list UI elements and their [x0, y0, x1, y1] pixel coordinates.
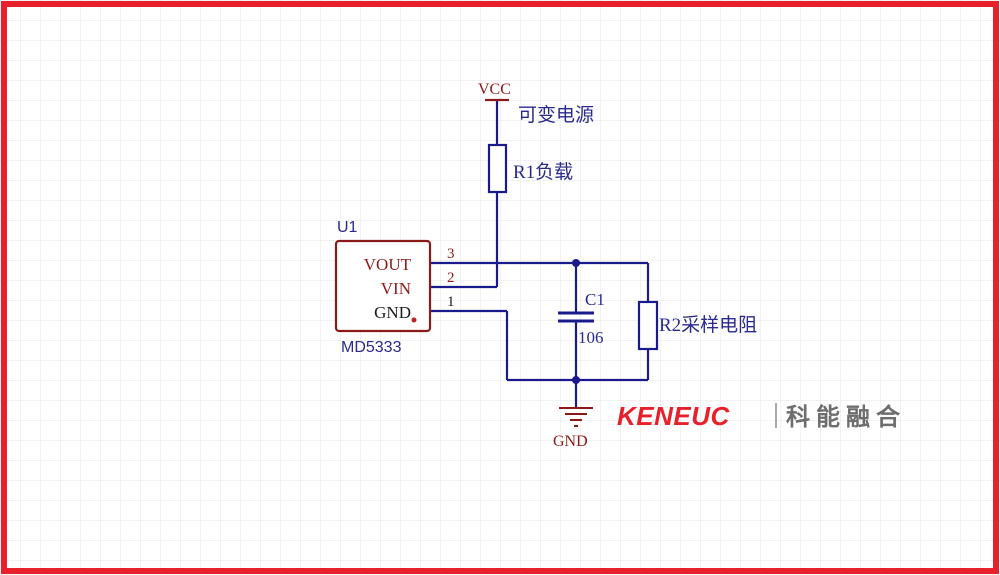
u1-body	[334, 239, 432, 333]
u1-pin-number-1: 1	[447, 294, 455, 310]
ic-u1: U1 VOUT VIN GND 3 2 1 MD5333	[334, 219, 455, 356]
vcc-note: 可变电源	[518, 104, 594, 126]
junction-dot	[572, 259, 580, 267]
u1-pin-number-2: 2	[447, 270, 455, 286]
brand-name-cn: 科能融合	[786, 403, 906, 431]
u1-pin-name-vin: VIN	[381, 279, 411, 298]
r1-label: R1负载	[513, 161, 573, 183]
capacitor-c1: C1 106	[558, 290, 605, 347]
brand-logo-text: KENEUC	[617, 401, 731, 431]
junction-dot	[572, 376, 580, 384]
c1-ref: C1	[585, 290, 605, 309]
resistor-r2: R2采样电阻	[637, 300, 757, 351]
gnd-label: GND	[553, 433, 588, 450]
r2-label: R2采样电阻	[659, 314, 757, 336]
u1-ref: U1	[337, 219, 358, 236]
ground-symbol	[559, 407, 593, 427]
u1-pin-number-3: 3	[447, 246, 455, 262]
u1-pin-name-vout: VOUT	[364, 255, 412, 274]
vcc-symbol: VCC 可变电源	[478, 81, 594, 126]
resistor-r1: R1负载	[487, 143, 573, 194]
brand-logo: KENEUC 科能融合	[617, 401, 906, 431]
pin1-marker	[411, 317, 417, 323]
vcc-label: VCC	[478, 81, 511, 98]
u1-pin-name-gnd: GND	[374, 303, 411, 322]
u1-part: MD5333	[341, 339, 402, 356]
c1-value: 106	[578, 328, 604, 347]
